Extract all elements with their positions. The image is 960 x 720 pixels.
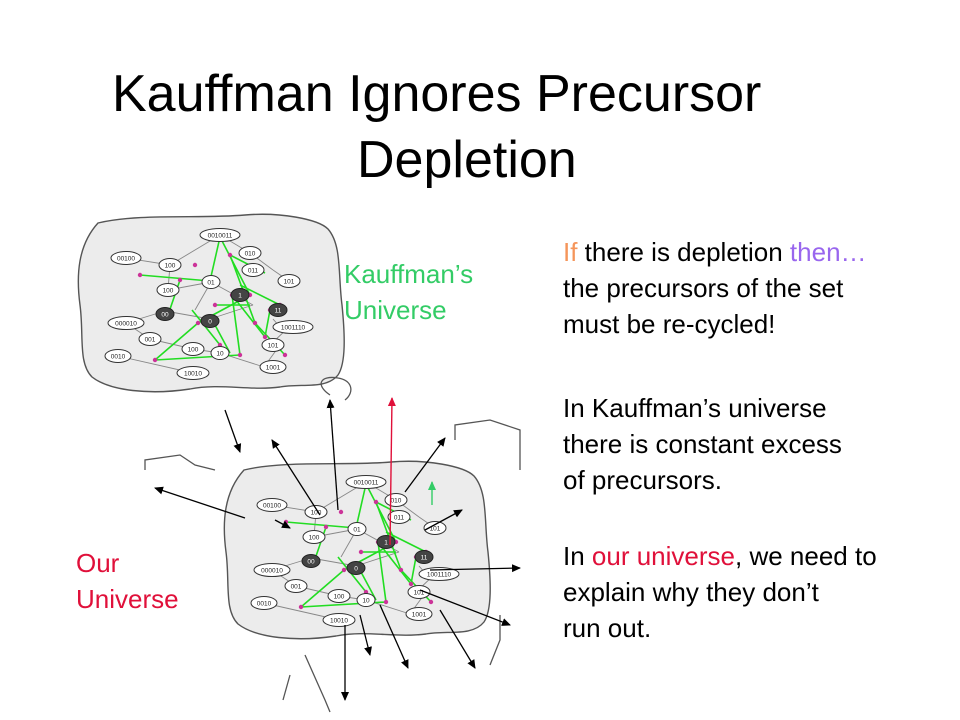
- text-line: the precursors of the set: [563, 273, 844, 303]
- phrase-our-universe: our universe: [591, 541, 735, 571]
- our-universe-label-line-1: Our: [76, 548, 120, 578]
- text-fragment: In: [563, 541, 592, 571]
- text-line: must be re-cycled!: [563, 309, 776, 339]
- our-universe-label: Our Universe: [76, 545, 179, 617]
- word-then: then…: [789, 237, 867, 267]
- paragraph-kauffman-excess: In Kauffman’s universe there is constant…: [563, 390, 842, 498]
- paragraph-depletion: If there is depletion then… the precurso…: [563, 234, 867, 342]
- text-fragment: , we need to: [735, 541, 877, 571]
- text-line: In Kauffman’s universe: [563, 393, 827, 423]
- title-line-2: Depletion: [357, 131, 577, 189]
- text-line: of precursors.: [563, 465, 722, 495]
- text-line: there is constant excess: [563, 429, 842, 459]
- paragraph-our-universe: In our universe, we need to explain why …: [563, 538, 877, 646]
- title-line-1: Kauffman Ignores Precursor: [112, 65, 762, 123]
- our-universe-outline: [144, 376, 521, 713]
- red-arrow: [387, 397, 396, 546]
- kauffman-label-line-2: Universe: [344, 295, 447, 325]
- kauffman-network: [77, 213, 346, 393]
- kauffman-label-line-1: Kauffman’s: [344, 259, 474, 289]
- text-line: run out.: [563, 613, 652, 643]
- outflow-arrows: [154, 399, 521, 701]
- our-network: [223, 460, 492, 640]
- kauffman-label: Kauffman’s Universe: [344, 256, 473, 328]
- our-universe-label-line-2: Universe: [76, 584, 179, 614]
- text-fragment: there is depletion: [577, 237, 790, 267]
- text-line: explain why they don’t: [563, 577, 819, 607]
- word-if: If: [563, 237, 578, 267]
